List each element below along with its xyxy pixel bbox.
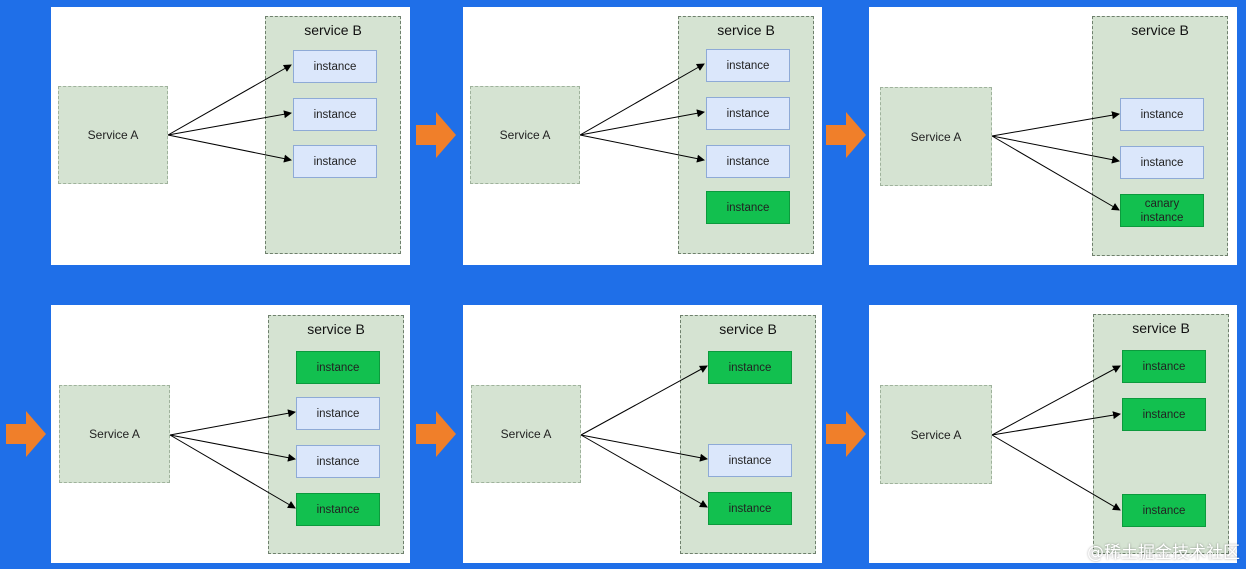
instance-label: instance xyxy=(726,201,770,214)
orange-right-arrow-icon xyxy=(826,112,866,158)
new-instance-box: instance xyxy=(296,351,380,384)
service-b-box: service B instance instance canary insta… xyxy=(1092,16,1228,256)
service-a-box: Service A xyxy=(59,385,170,483)
service-a-label: Service A xyxy=(499,128,551,142)
service-b-box: service B instance instance instance ins… xyxy=(268,315,404,554)
service-a-box: Service A xyxy=(470,86,580,184)
new-instance-box: instance xyxy=(1122,398,1206,431)
instance-label: instance xyxy=(316,361,360,374)
orange-right-arrow-icon xyxy=(6,411,46,457)
new-instance-box: instance xyxy=(708,351,792,384)
instance-box: instance xyxy=(1120,146,1204,179)
service-a-box: Service A xyxy=(58,86,168,184)
new-instance-box: instance xyxy=(1122,350,1206,383)
instance-label: instance xyxy=(316,503,360,516)
service-a-label: Service A xyxy=(89,427,140,441)
service-a-label: Service A xyxy=(910,129,962,144)
orange-right-arrow-icon xyxy=(416,411,456,457)
instance-label: instance xyxy=(726,59,770,72)
instance-box: instance xyxy=(1120,98,1204,131)
instance-box: instance xyxy=(293,98,377,131)
instance-box: instance xyxy=(293,145,377,178)
instance-label: instance xyxy=(728,361,772,374)
service-b-box: service B instance instance instance ins… xyxy=(678,16,814,254)
new-instance-box: instance xyxy=(708,492,792,525)
instance-box: instance xyxy=(706,145,790,178)
instance-label: instance xyxy=(726,107,770,120)
instance-label: instance xyxy=(316,455,360,468)
instance-label: instance xyxy=(1142,408,1186,421)
orange-right-arrow-icon xyxy=(416,112,456,158)
service-b-box: service B instance instance instance xyxy=(680,315,816,554)
panel-step-6: Service A service B instance instance in… xyxy=(869,305,1237,563)
instance-label: instance xyxy=(728,502,772,515)
orange-right-arrow-icon xyxy=(826,411,866,457)
instance-label: instance xyxy=(1140,108,1184,121)
instance-box: instance xyxy=(706,97,790,130)
instance-box: instance xyxy=(296,397,380,430)
new-instance-box: instance xyxy=(296,493,380,526)
service-b-title: service B xyxy=(1132,320,1190,336)
service-b-title: service B xyxy=(719,321,777,337)
service-b-title: service B xyxy=(1131,22,1189,38)
service-a-label: Service A xyxy=(910,427,962,442)
panel-step-5: Service A service B instance instance in… xyxy=(463,305,822,563)
service-a-label: Service A xyxy=(87,128,139,142)
canary-instance-box: canary instance xyxy=(1120,194,1204,227)
instance-box: instance xyxy=(296,445,380,478)
service-a-box: Service A xyxy=(471,385,581,483)
instance-box: instance xyxy=(706,49,790,82)
watermark-text: @稀土掘金技术社区 xyxy=(1087,543,1240,563)
new-instance-box: instance xyxy=(1122,494,1206,527)
panel-step-4: Service A service B instance instance in… xyxy=(51,305,410,563)
service-b-box: service B instance instance instance xyxy=(1093,314,1229,554)
service-b-title: service B xyxy=(307,321,365,337)
instance-label: instance xyxy=(316,407,360,420)
service-a-box: Service A xyxy=(880,87,992,186)
service-b-title: service B xyxy=(304,22,362,38)
service-a-label: Service A xyxy=(500,427,552,441)
service-a-box: Service A xyxy=(880,385,992,484)
instance-box: instance xyxy=(708,444,792,477)
panel-step-1: Service A service B instance instance in… xyxy=(51,7,410,265)
service-b-title: service B xyxy=(717,22,775,38)
service-b-box: service B instance instance instance xyxy=(265,16,401,254)
instance-label: instance xyxy=(313,60,357,73)
panel-step-3: Service A service B instance instance ca… xyxy=(869,7,1237,265)
instance-label: instance xyxy=(1142,504,1186,517)
instance-label: instance xyxy=(726,155,770,168)
instance-label: instance xyxy=(728,454,772,467)
instance-label: instance xyxy=(313,155,357,168)
panel-step-2: Service A service B instance instance in… xyxy=(463,7,822,265)
instance-label: canary instance xyxy=(1140,197,1184,224)
new-instance-box: instance xyxy=(706,191,790,224)
instance-label: instance xyxy=(1142,360,1186,373)
instance-box: instance xyxy=(293,50,377,83)
instance-label: instance xyxy=(1140,156,1184,169)
instance-label: instance xyxy=(313,108,357,121)
